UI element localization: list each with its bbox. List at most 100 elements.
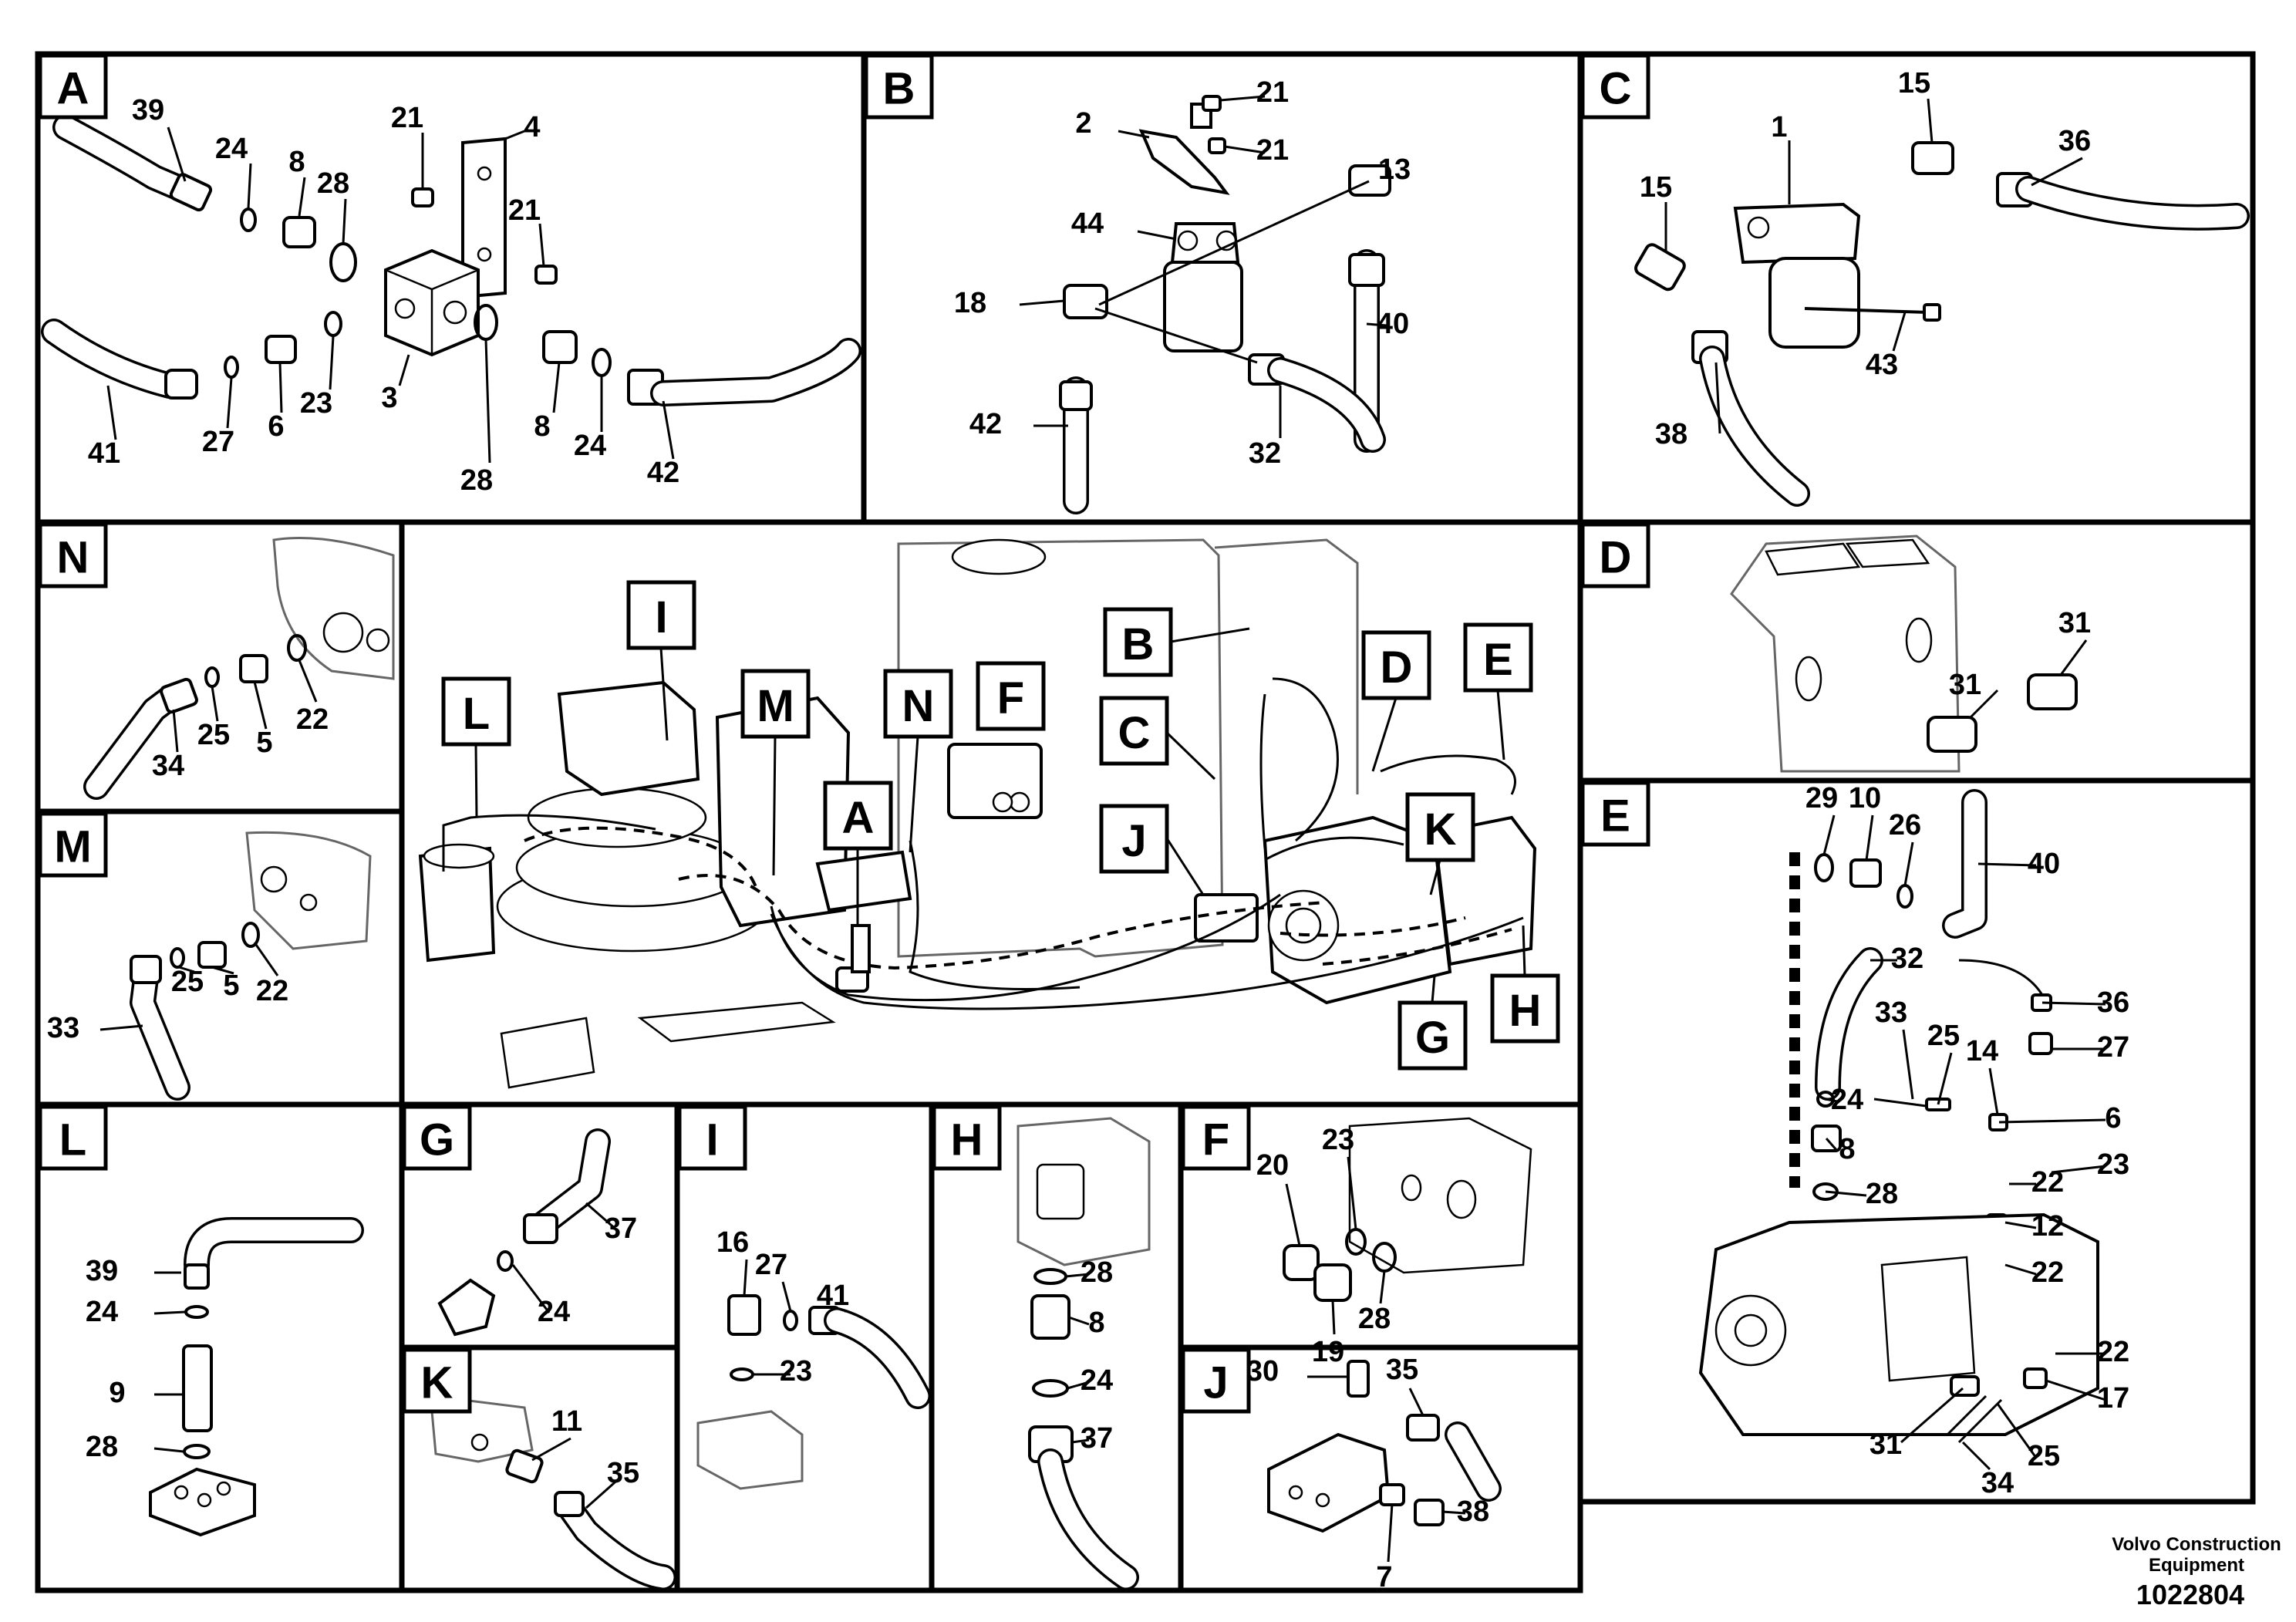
main-tag-6-text: B — [1122, 619, 1155, 669]
leader-I-0 — [743, 1259, 748, 1297]
elbow-15-right — [1911, 141, 1954, 175]
leader-E-0 — [1822, 814, 1836, 855]
callout-N-5: 5 — [256, 727, 272, 759]
callout-E-10: 10 — [1849, 782, 1881, 814]
panel-I-drawing — [696, 1294, 931, 1490]
main-tag-9: E — [1463, 622, 1533, 693]
panel-E-tag-box — [1580, 781, 1650, 847]
main-tag-2: M — [740, 669, 811, 739]
elbow-18 — [1063, 284, 1108, 319]
panel-L-tag: L — [38, 1104, 108, 1171]
leader-K-1 — [585, 1475, 622, 1509]
callout-B-2: 2 — [1075, 107, 1091, 140]
callout-A-8: 8 — [288, 146, 305, 178]
callout-E-40: 40 — [2028, 848, 2060, 880]
leader-F-1 — [1347, 1156, 1357, 1230]
callout-B-32: 32 — [1249, 437, 1281, 470]
callout-L-28: 28 — [86, 1431, 118, 1463]
filter-bowl — [1768, 257, 1860, 349]
panel-J-tag: J — [1181, 1347, 1251, 1414]
adapter-8-upper — [282, 216, 316, 248]
leader-E-5 — [2041, 1001, 2106, 1006]
panel-D-tag-box — [1580, 522, 1650, 588]
leader-L-1 — [153, 1310, 186, 1315]
callout-E-8: 8 — [1839, 1133, 1855, 1165]
elbow-35 — [1406, 1414, 1440, 1442]
elbow-15-left — [1634, 243, 1686, 292]
main-tag-leader-3 — [909, 736, 919, 853]
leader-E-22 — [1961, 1441, 1991, 1471]
callout-C-15: 15 — [1640, 171, 1672, 204]
main-tag-leader-2 — [772, 736, 777, 876]
callout-B-21: 21 — [1256, 76, 1289, 109]
leader-H-1 — [1068, 1316, 1090, 1326]
panel-B-drawing — [1059, 95, 1391, 514]
leader-M-2 — [211, 966, 234, 975]
leader-J-3 — [1387, 1503, 1394, 1563]
main-tag-leader-10 — [1165, 838, 1205, 895]
bolt-43 — [1804, 307, 1929, 314]
main-tag-12: G — [1397, 1000, 1468, 1071]
block-J — [1194, 893, 1259, 943]
line-L — [442, 814, 656, 872]
panel-I-tag-box — [677, 1104, 747, 1171]
callout-E-24: 24 — [1831, 1084, 1863, 1116]
main-tag-9-text: E — [1483, 635, 1513, 685]
main-tag-6-box — [1103, 607, 1173, 677]
panel-F-tag-text: F — [1202, 1115, 1229, 1165]
callout-L-9: 9 — [109, 1377, 125, 1409]
panel-M-tag-text: M — [54, 822, 91, 872]
callout-J-38: 38 — [1457, 1496, 1489, 1528]
plug-31-left — [1927, 716, 1977, 753]
panel-M-tag-box — [38, 811, 108, 878]
callout-H-37: 37 — [1081, 1422, 1113, 1455]
leader-E-12 — [2051, 1165, 2106, 1174]
main-tag-5-text: A — [842, 793, 875, 843]
leader-J-1 — [1408, 1388, 1424, 1416]
plug-31-right — [2027, 673, 2078, 710]
callout-A-28: 28 — [460, 464, 493, 497]
leader-I-1 — [781, 1281, 792, 1312]
callout-F-20: 20 — [1256, 1149, 1289, 1182]
leader-E-17 — [2004, 1263, 2037, 1276]
panel-N-tag: N — [38, 522, 108, 588]
panel-E-drawing — [1698, 789, 2099, 1444]
leader-L-3 — [153, 1447, 184, 1453]
bracket-2 — [1138, 129, 1230, 195]
callout-E-32: 32 — [1891, 943, 1923, 975]
main-tag-12-box — [1397, 1000, 1468, 1071]
callout-J-30: 30 — [1246, 1355, 1279, 1388]
leader-A-13 — [552, 362, 561, 413]
main-tag-4-box — [976, 661, 1046, 731]
panel-N-drawing — [83, 537, 395, 800]
leader-E-1 — [1865, 814, 1874, 861]
callout-H-28: 28 — [1081, 1256, 1113, 1289]
callout-A-42: 42 — [647, 457, 679, 489]
adapter-8-H — [1030, 1294, 1070, 1340]
panel-N-tag-box — [38, 522, 108, 588]
callout-B-13: 13 — [1378, 153, 1411, 186]
callout-L-39: 39 — [86, 1255, 118, 1287]
main-tag-10-box — [1099, 804, 1169, 874]
panel-J-tag-text: J — [1203, 1358, 1228, 1408]
leader-A-2 — [298, 177, 306, 217]
leader-E-11 — [1998, 1118, 2106, 1124]
callout-E-22: 22 — [2031, 1166, 2064, 1199]
main-tag-7: C — [1099, 696, 1169, 766]
panel-I-tag-text: I — [706, 1115, 718, 1165]
leader-B-0 — [1219, 95, 1266, 102]
main-tag-leader-7 — [1165, 731, 1216, 781]
panel-K-tag-box — [402, 1347, 472, 1414]
callout-H-24: 24 — [1081, 1364, 1113, 1397]
bolt-21-side — [534, 265, 558, 285]
leader-E-13 — [1825, 1138, 1839, 1152]
callout-B-21: 21 — [1256, 134, 1289, 167]
callout-M-33: 33 — [47, 1012, 79, 1044]
panel-B-tag-box — [864, 53, 934, 120]
callout-C-38: 38 — [1655, 418, 1687, 450]
callout-M-25: 25 — [171, 966, 204, 998]
main-tag-13-box — [1490, 973, 1560, 1044]
callout-J-35: 35 — [1386, 1354, 1418, 1386]
main-tag-5: A — [823, 781, 893, 851]
